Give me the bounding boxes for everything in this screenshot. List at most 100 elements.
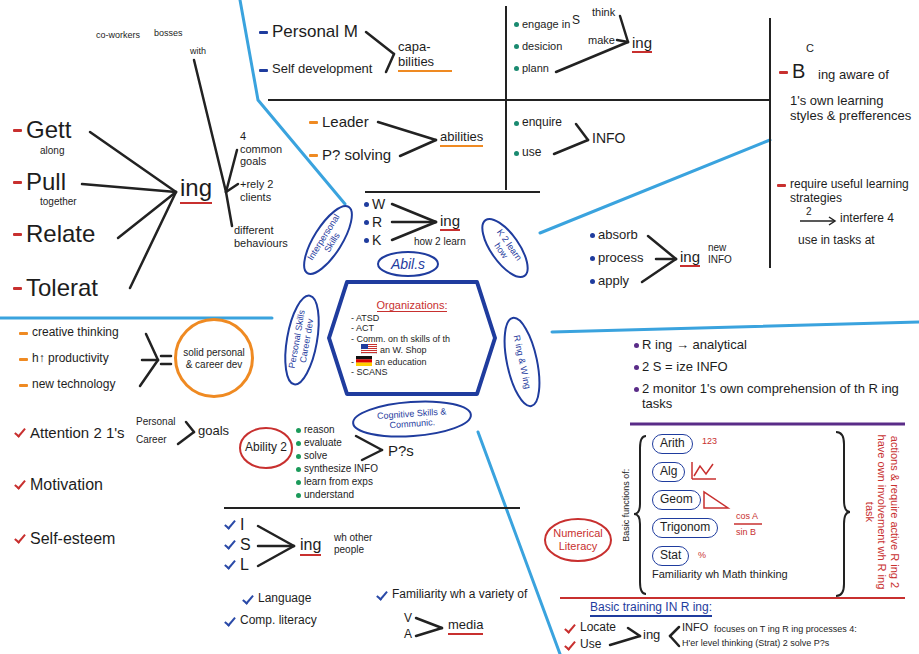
note-text: Attention 2 1's bbox=[30, 424, 125, 441]
note-text: new INFO bbox=[708, 242, 744, 265]
us-flag-icon bbox=[361, 344, 377, 354]
dash-mark bbox=[13, 129, 22, 132]
note-text: capa-bilities bbox=[398, 40, 452, 72]
bracket-chevron bbox=[146, 334, 158, 360]
bullet-dot bbox=[514, 66, 519, 71]
note-text: sin B bbox=[736, 527, 756, 537]
note-text: 1's own learning styles & prefferences bbox=[790, 94, 915, 124]
divider-line bbox=[224, 6, 770, 508]
topic-oval: K 2 learn how bbox=[473, 211, 538, 286]
flag-stripe bbox=[356, 359, 372, 362]
bracket-chevron bbox=[416, 618, 442, 628]
bracket-chevron bbox=[392, 204, 436, 222]
node-label: Geom bbox=[660, 493, 693, 507]
note-text: Familiarity wh Math thinking bbox=[652, 568, 812, 581]
node-text: an W. Shop bbox=[380, 345, 427, 355]
node-text: Geom bbox=[660, 493, 693, 507]
flag-stripe bbox=[356, 362, 372, 365]
region-line bbox=[0, 317, 272, 320]
check-mark bbox=[564, 622, 576, 634]
divider-line bbox=[268, 99, 770, 101]
note-text: plann bbox=[522, 62, 549, 75]
flag-canton bbox=[361, 344, 368, 349]
dash-mark bbox=[13, 287, 22, 290]
curly-brace bbox=[634, 436, 646, 594]
bracket-chevron bbox=[392, 221, 436, 224]
node-text: Cognitive Skills & Communic. bbox=[365, 405, 460, 432]
note-text: Gett bbox=[26, 116, 71, 144]
note-text: ing bbox=[300, 536, 321, 556]
oval-outline bbox=[279, 293, 324, 387]
note-text: abilities bbox=[440, 130, 483, 147]
note-text: require useful learning strategies bbox=[790, 178, 910, 206]
node-label: Numerical Literacy bbox=[551, 527, 604, 552]
node-text: an education bbox=[375, 357, 427, 367]
arrow-line bbox=[800, 220, 834, 222]
note-text: Comp. literacy bbox=[240, 614, 317, 628]
region-line bbox=[552, 322, 919, 332]
note-text: process bbox=[598, 251, 644, 266]
note-text: Pull bbox=[26, 168, 66, 196]
bullet-dot bbox=[590, 256, 595, 261]
bracket-chevron bbox=[118, 192, 176, 238]
purple-rule bbox=[630, 423, 905, 426]
bracket-chevron bbox=[670, 636, 679, 646]
node-text: - Comm. on th skills of th bbox=[351, 334, 450, 344]
oval-outline bbox=[295, 200, 360, 281]
note-text: Personal M bbox=[272, 22, 358, 42]
node-text: Stat bbox=[660, 549, 681, 563]
note-text: INFO bbox=[592, 130, 625, 146]
note-text: use in tasks at bbox=[798, 234, 875, 248]
math-sketch bbox=[692, 462, 762, 524]
math-sketch bbox=[691, 462, 693, 479]
bracket-chevron bbox=[161, 355, 171, 358]
oval-outline bbox=[378, 252, 438, 276]
node-text: Abil.s bbox=[384, 256, 432, 272]
hexagon-outline bbox=[329, 282, 495, 394]
check-mark bbox=[14, 425, 26, 437]
node-text: Alg bbox=[660, 465, 677, 479]
bracket-chevron bbox=[178, 432, 194, 444]
bracket-chevron bbox=[130, 192, 176, 288]
note-text: new technology bbox=[32, 378, 115, 392]
node-text: - ATSD bbox=[351, 313, 379, 323]
note-text: engage in bbox=[522, 18, 570, 31]
note-text: learn from exps bbox=[304, 476, 373, 488]
flag-stripe bbox=[361, 352, 377, 353]
note-text: different behaviours bbox=[234, 224, 304, 249]
dash-mark bbox=[309, 121, 318, 124]
node-text: Personal Skills Career dev bbox=[286, 303, 319, 377]
arrow-line bbox=[829, 217, 835, 225]
note-text: synthesize INFO bbox=[304, 463, 378, 475]
dash-mark bbox=[13, 233, 22, 236]
note-text: ing bbox=[632, 34, 652, 53]
curly-brace bbox=[634, 432, 850, 596]
node-text: Numerical Literacy bbox=[551, 527, 604, 552]
region-line bbox=[540, 140, 770, 233]
hex-row: - Comm. on th skills of th bbox=[351, 334, 473, 344]
note-text: Use bbox=[580, 638, 601, 652]
bullet-dot bbox=[514, 121, 519, 126]
bracket-chevron bbox=[226, 192, 232, 226]
note-text: reason bbox=[304, 424, 335, 436]
node-label: Personal Skills Career dev bbox=[286, 303, 319, 377]
bracket-chevron bbox=[226, 150, 237, 192]
node-text: Arith bbox=[660, 437, 685, 451]
note-text: ing bbox=[180, 174, 212, 204]
bullet-dot bbox=[296, 454, 301, 459]
math-topic: Geom bbox=[652, 490, 701, 510]
bracket-chevron bbox=[366, 32, 394, 54]
node-label: Trigonom bbox=[660, 521, 710, 535]
note-text: actions & require active R ing 2 have ow… bbox=[863, 432, 901, 592]
bracket-chevron bbox=[186, 422, 194, 432]
bracket-chevron bbox=[554, 140, 588, 154]
bracket-chevron bbox=[400, 140, 436, 156]
note-text: bosses bbox=[154, 28, 183, 38]
red-rule bbox=[560, 597, 905, 599]
math-sketch bbox=[692, 478, 716, 480]
note-text: evaluate bbox=[304, 437, 342, 449]
bracket-chevron bbox=[620, 16, 628, 42]
bullet-dot bbox=[296, 467, 301, 472]
